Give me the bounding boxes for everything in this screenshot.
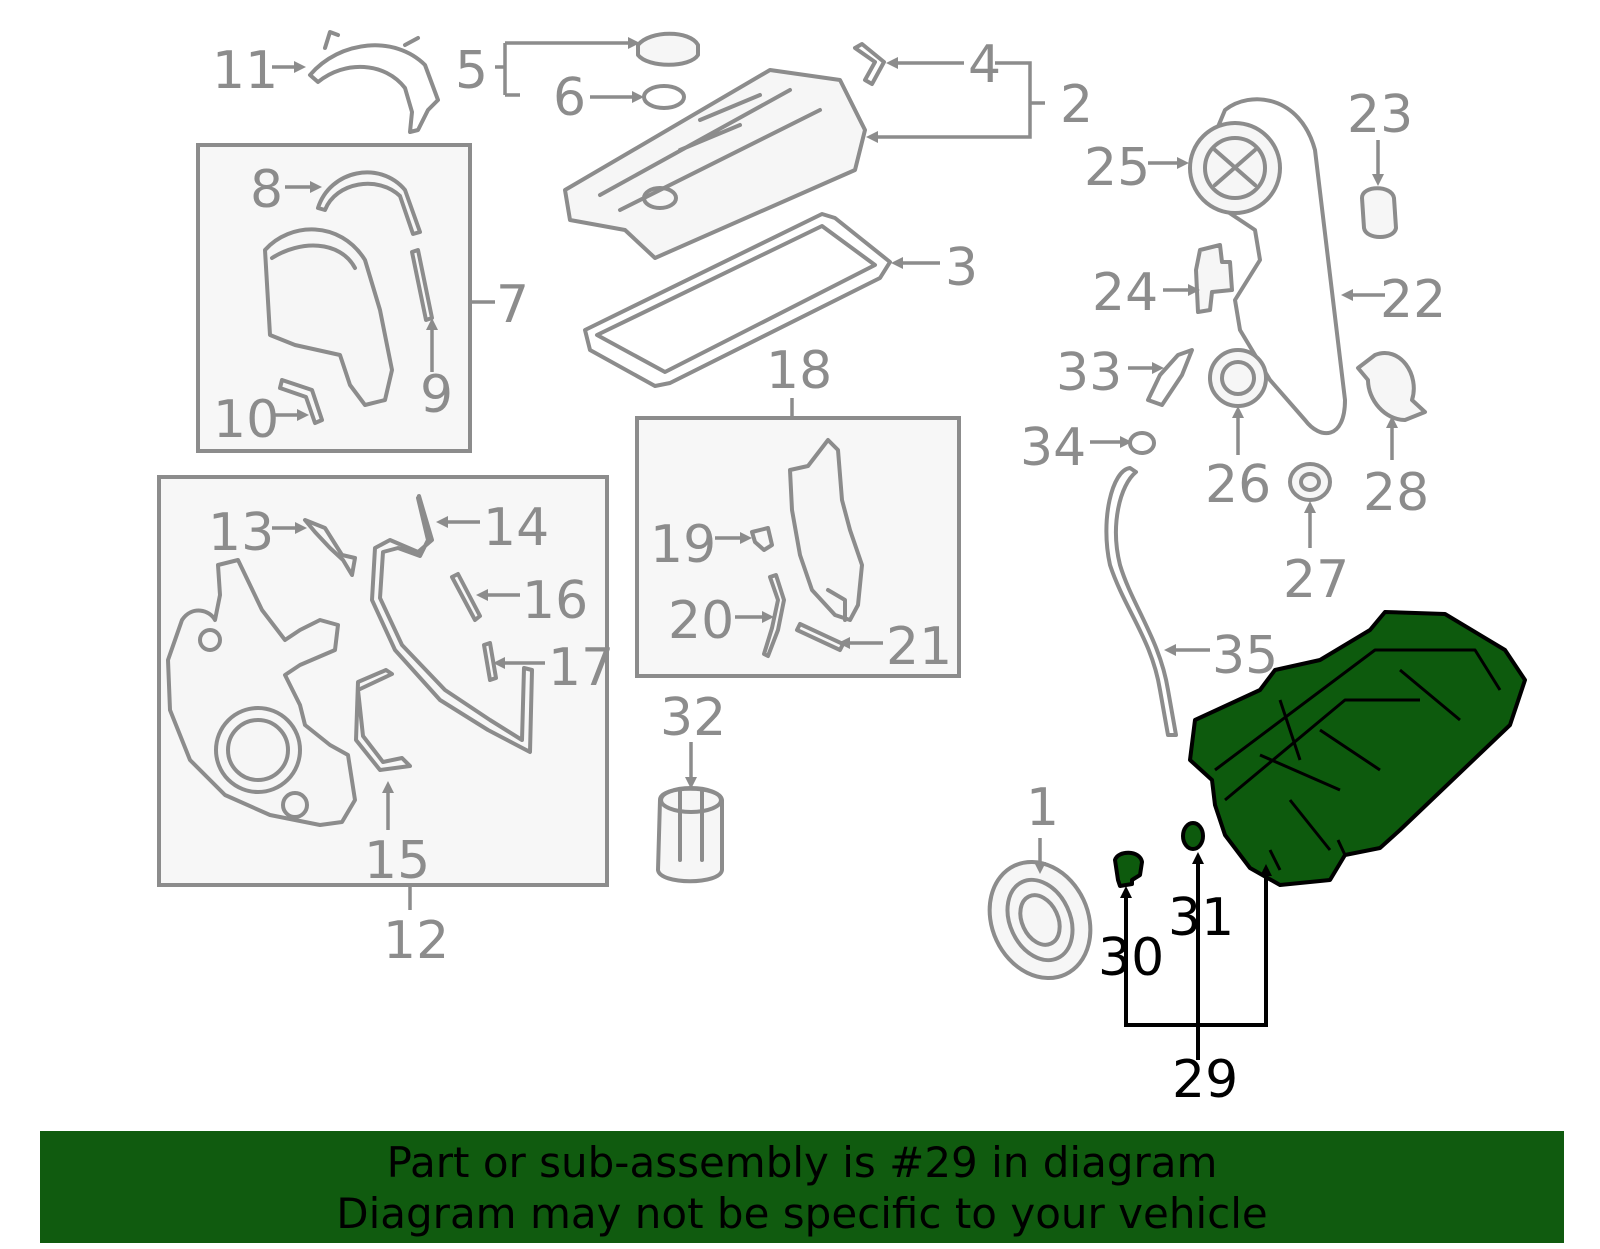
info-banner: Part or sub-assembly is #29 in diagram D… [40,1131,1564,1243]
callout-18: 18 [766,341,832,401]
part-9-seal [410,248,434,322]
callout-13: 13 [208,503,274,563]
part-3-valve-cover-gasket [583,212,892,388]
part-35-dipstick-tube [1104,466,1178,737]
part-5-oil-cap [636,31,700,67]
callout-35: 35 [1212,626,1278,686]
part-8-seal [316,170,422,236]
callout-3: 3 [945,238,978,298]
callout-24: 24 [1092,263,1158,323]
part-6-o-ring [642,84,686,110]
part-34-o-ring [1128,431,1156,455]
part-26-crank-sprocket [1208,348,1268,408]
callout-10: 10 [213,390,279,450]
callout-8: 8 [250,160,283,220]
callout-30: 30 [1098,928,1164,988]
part-28-tensioner-pulley [1356,351,1427,422]
callout-4: 4 [968,35,1001,95]
leader-5 [495,41,635,97]
part-24-tensioner [1194,243,1234,314]
callout-5: 5 [455,41,488,101]
callout-1: 1 [1026,778,1059,838]
arrowheads-highlight [1120,852,1272,898]
part-31-washer [1181,821,1205,851]
arrowheads [294,37,1398,874]
part-18-timing-cover-lower [788,438,864,622]
callout-22: 22 [1380,270,1446,330]
part-15-gasket [354,668,412,772]
callout-21: 21 [886,617,952,677]
callout-25: 25 [1084,138,1150,198]
callout-19: 19 [650,515,716,575]
part-30-drain-plug [1113,850,1144,888]
callout-28: 28 [1363,463,1429,523]
leader-2 [870,61,1045,139]
callout-15: 15 [364,831,430,891]
part-14-gasket [370,494,534,754]
part-1-crank-pulley [987,859,1093,981]
part-10-gasket [278,378,324,425]
callout-7: 7 [496,275,529,335]
callout-26: 26 [1205,455,1271,515]
callout-34: 34 [1020,418,1086,478]
part-16-seal [450,572,482,622]
part-7-timing-cover [263,227,394,407]
callout-23: 23 [1347,85,1413,145]
callout-2: 2 [1060,75,1093,135]
part-17-seal [482,641,498,682]
banner-line-1: Part or sub-assembly is #29 in diagram [386,1138,1218,1187]
callout-6: 6 [553,68,586,128]
part-22-timing-belt [1198,97,1347,436]
callout-20: 20 [668,591,734,651]
callout-17: 17 [548,638,614,698]
part-27-pulley [1288,462,1332,502]
callout-32: 32 [660,688,726,748]
part-23-idler [1360,186,1398,239]
banner-line-2: Diagram may not be specific to your vehi… [336,1189,1268,1238]
part-20-seal [762,573,786,658]
callout-9: 9 [420,365,453,425]
part-11-belt-guide [308,43,440,134]
callout-16: 16 [522,571,588,631]
callout-33: 33 [1056,343,1122,403]
callout-12: 12 [383,911,449,971]
callout-14: 14 [483,498,549,558]
part-19-clip [750,526,774,552]
part-32-oil-filter [656,786,724,884]
callout-11: 11 [212,41,278,101]
part-29-oil-pan [1188,610,1527,887]
part-12-timing-cover [166,558,357,827]
part-4-pcv-hose [853,42,886,86]
callout-29: 29 [1172,1050,1238,1110]
part-33-bracket [1146,348,1194,407]
leader-29 [1124,858,1268,1060]
callout-27: 27 [1283,550,1349,610]
callout-31: 31 [1168,888,1234,948]
part-13-bracket [303,518,357,577]
